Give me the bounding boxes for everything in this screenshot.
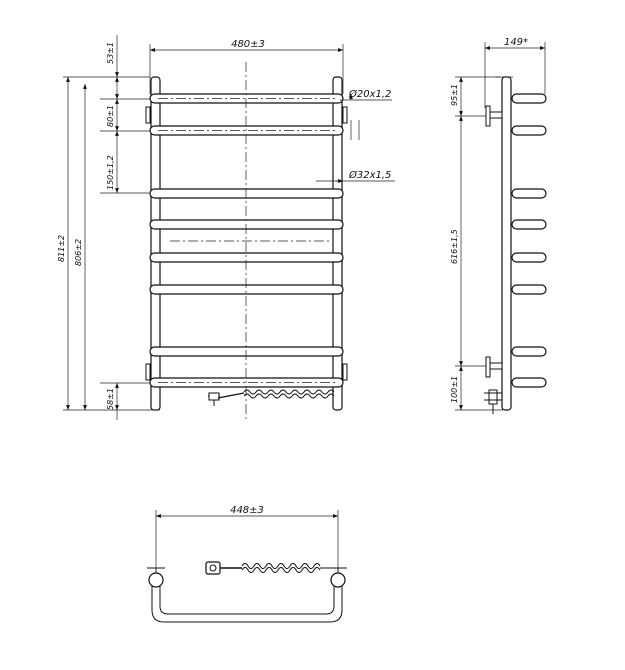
dim-top-offset: 53±1 <box>106 42 115 64</box>
dim-top-mount: 95±1 <box>450 84 459 106</box>
rung-8 <box>149 377 344 388</box>
top-view-right-mount <box>330 572 346 588</box>
dim-total-height: 811±2 <box>57 235 66 262</box>
rung-7 <box>149 346 344 357</box>
side-plug <box>484 389 502 414</box>
side-bracket-top <box>485 105 503 127</box>
rung-6 <box>149 284 344 295</box>
top-view-u-rail <box>151 580 343 623</box>
side-bracket-bottom <box>485 356 503 378</box>
dim-mount-spacing: 616±1,5 <box>450 229 459 264</box>
dim-bottom-offset: 58±1 <box>106 388 115 410</box>
top-view-left-mount <box>148 572 164 588</box>
dim-first-pitch: 80±1 <box>106 105 115 127</box>
callout-small-tube: Ø20x1,2 <box>348 88 391 100</box>
side-post <box>501 76 512 411</box>
rung-5 <box>149 252 344 263</box>
right-post <box>332 76 343 411</box>
front-mount-bottom-left <box>145 363 151 381</box>
callout-main-tube: Ø32x1,5 <box>348 169 391 181</box>
rung-3 <box>149 188 344 199</box>
rung-1 <box>149 93 344 104</box>
side-view: 149* 95±1 616±1,5 100±1 <box>450 37 547 414</box>
top-view-heating-element <box>205 561 330 575</box>
dim-depth: 149* <box>504 37 528 48</box>
rung-4 <box>149 219 344 230</box>
rung-2 <box>149 125 344 136</box>
dim-overall-width: 480±3 <box>231 39 265 50</box>
top-view: 448±3 <box>147 505 347 623</box>
front-mount-top-left <box>145 106 151 124</box>
dim-second-pitch: 150±1,2 <box>106 155 115 190</box>
front-view: 480±3 53±1 80±1 150±1,2 811±2 806±2 58±1… <box>57 35 395 420</box>
dim-mount-width: 448±3 <box>230 505 264 516</box>
front-mount-top-right <box>342 106 348 124</box>
dim-bottom-mount: 100±1 <box>450 376 459 403</box>
dim-post-height: 806±2 <box>74 239 83 266</box>
front-mount-bottom-right <box>342 363 348 381</box>
heating-element <box>208 389 335 406</box>
